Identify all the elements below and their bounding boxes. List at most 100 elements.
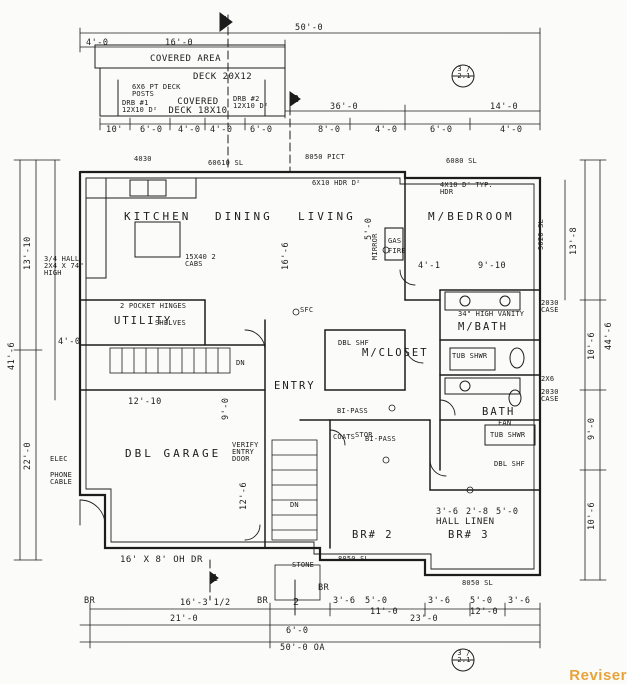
room-kitchen: KITCHEN	[124, 210, 192, 223]
fireplace	[384, 227, 404, 261]
stairs	[109, 347, 321, 601]
dim-top-36: 36'-0	[330, 102, 359, 112]
door-swings	[79, 269, 456, 541]
note-drb1: DRB #1 12X10 D²	[122, 99, 158, 114]
dim-hall-2: 2'-8	[466, 507, 489, 517]
dim-left-13: 13'-10	[23, 236, 33, 270]
note-elec: ELEC	[50, 455, 68, 463]
marker-section-1-top: 1	[222, 15, 229, 26]
dim-deck-row-1: 6'-0	[140, 125, 163, 135]
dim-deck-row-3: 4'-0	[210, 125, 233, 135]
reviser-watermark: Reviser	[569, 667, 627, 684]
dimension-lines	[13, 27, 607, 649]
note-header-4x10: 4X10 D² TYP. HDR	[440, 181, 493, 196]
note-slider-8050: 8050 SL	[338, 555, 369, 563]
section-markers	[209, 12, 475, 672]
dim-bath-4: 4'-1	[418, 261, 441, 271]
note-sfc: SFC	[300, 306, 314, 314]
note-covered-deck: COVERED DECK 18X10	[168, 97, 228, 116]
note-slider-8050-b: 8050 SL	[462, 579, 493, 587]
room-master-closet: M/CLOSET	[362, 347, 429, 359]
room-living: LIVING	[298, 210, 356, 223]
dim-bottom-21: 21'-0	[170, 614, 199, 624]
dim-deck-row-4: 6'-0	[250, 125, 273, 135]
note-stor: STOR	[355, 431, 373, 439]
dim-hall-3: 3'-6	[436, 507, 459, 517]
room-garage: DBL GARAGE	[125, 447, 222, 460]
note-gas: GAS	[388, 237, 402, 245]
note-tub-shwr-1: TUB SHWR	[452, 352, 488, 360]
room-bath: BATH	[482, 406, 516, 418]
dim-bottom-23: 23'-0	[410, 614, 439, 624]
note-tub-shwr-2: TUB SHWR	[490, 431, 526, 439]
note-phone: PHONE CABLE	[50, 471, 73, 486]
dim-deck-row-0: 10'	[106, 125, 123, 135]
kitchen-counters	[85, 177, 197, 279]
dim-top-4: 4'-0	[86, 38, 109, 48]
marker-br-left: BR	[84, 596, 96, 606]
marker-section-1-bottom: 1	[212, 573, 219, 584]
note-hall-bench: 3/4 HALL 2X4 X 74" HIGH	[44, 255, 84, 277]
note-coats: COATS	[333, 433, 356, 441]
dim-bedroom-row-0: 6'-0	[430, 125, 453, 135]
dim-top-left: 16'-0	[165, 38, 194, 48]
marker-detail-top: 3 / 2.1	[457, 65, 471, 80]
note-vanity: 34" HIGH VANITY	[458, 310, 525, 318]
dim-left-41: 41'-6	[7, 341, 17, 370]
dim-kitchen-4: 4'-0	[58, 337, 81, 347]
note-vent: 2X6	[541, 375, 555, 383]
marker-detail-bottom: 3 / 2.1	[457, 649, 471, 664]
smoke-detectors	[292, 246, 474, 494]
dim-garage-depth: 12'-6	[239, 481, 249, 510]
dim-deck-row-2: 4'-0	[178, 125, 201, 135]
dim-deck-row-right-0: 8'-0	[318, 125, 341, 135]
note-header-6x10: 6X10 HDR D²	[312, 179, 361, 187]
marker-section-2-bottom: 2	[293, 597, 300, 608]
marker-section-2-top: 2	[293, 94, 300, 105]
note-deck-posts: 6X6 PT DECK POSTS	[132, 83, 181, 98]
room-hall: HALL	[436, 517, 460, 527]
note-slider-6080: 6080 SL	[446, 157, 477, 165]
room-linen: LINEN	[465, 517, 495, 527]
dim-bottom-row-0: 3'-6	[333, 596, 356, 606]
dim-bottom-row-4: 3'-6	[508, 596, 531, 606]
dim-right-10b: 10'-6	[587, 501, 597, 530]
note-bipass-entry: BI-PASS	[337, 407, 368, 415]
note-garage-door: 16' X 8' OH DR	[120, 555, 203, 565]
dim-bottom-row-1: 5'-0	[365, 596, 388, 606]
dim-living-height: 16'-6	[281, 241, 291, 270]
note-window-4030: 4030	[134, 155, 152, 163]
room-master-bath: M/BATH	[458, 321, 508, 333]
note-drb2: DRB #2 12X10 D²	[233, 95, 269, 110]
dim-bottom-11: 11'-0	[370, 607, 399, 617]
dim-bedroom-row-1: 4'-0	[500, 125, 523, 135]
dim-left-22: 22'-0	[23, 441, 33, 470]
note-island: 15X40 2 CABS	[185, 253, 216, 268]
dim-garage-width: 12'-10	[128, 397, 162, 407]
dim-bottom-row-3: 5'-0	[470, 596, 493, 606]
room-master-bedroom: M/BEDROOM	[428, 210, 515, 223]
dim-bottom-row-2: 3'-6	[428, 596, 451, 606]
interior-walls	[79, 177, 541, 549]
note-case-1: 2030 CASE	[541, 299, 559, 314]
dim-right-44: 44'-6	[604, 321, 614, 350]
note-bipass-hall: BI-PASS	[365, 435, 396, 443]
dim-bottom-6: 6'-0	[286, 626, 309, 636]
bath-fixtures	[444, 291, 536, 446]
note-covered-area: COVERED AREA	[150, 54, 222, 64]
note-dn-1: DN	[236, 359, 245, 367]
note-dbl-shf-closet: DBL SHF	[338, 339, 369, 347]
dim-top-14: 14'-0	[490, 102, 519, 112]
note-pocket-hinges: 2 POCKET HINGES	[120, 302, 187, 310]
note-picture-8050: 8050 PICT	[305, 153, 345, 161]
dim-bottom-total: 50'-0 OA	[280, 643, 325, 653]
dim-top-total: 50'-0	[295, 23, 324, 33]
dim-bottom-16: 16'-3 1/2	[180, 598, 231, 608]
deck-outline	[94, 44, 286, 117]
room-bedroom-3: BR# 3	[448, 529, 490, 541]
dim-br3-5: 5'-0	[496, 507, 519, 517]
note-case-2: 2030 CASE	[541, 388, 559, 403]
room-utility: UTILITY	[114, 315, 173, 327]
marker-br-right: BR	[318, 583, 330, 593]
